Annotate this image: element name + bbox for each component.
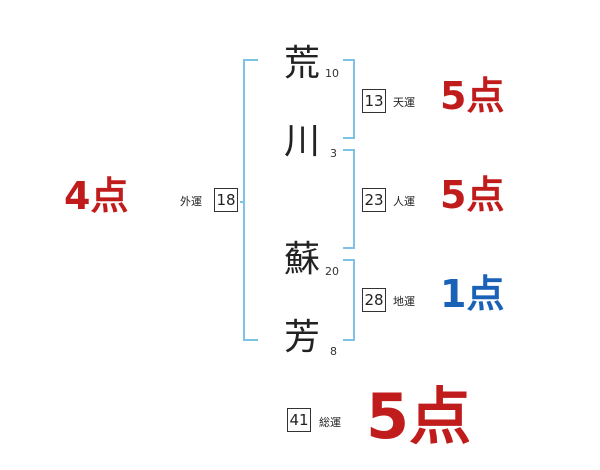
name-char-1-strokes: 10 [325, 67, 339, 80]
jinkaku-bracket [343, 149, 355, 249]
gaikaku-value-box: 18 [214, 188, 238, 212]
gaikaku-score: 4点 [64, 174, 129, 218]
chikaku-value-box: 28 [362, 288, 386, 312]
chikaku-bracket [343, 259, 355, 341]
chikaku-label: 地運 [393, 295, 415, 308]
name-char-4-strokes: 8 [330, 345, 337, 358]
soukaku-value-box: 41 [287, 408, 311, 432]
jinkaku-label: 人運 [393, 195, 415, 208]
chikaku-score: 1点 [440, 272, 505, 316]
gaikaku-label: 外運 [180, 195, 202, 208]
name-char-1: 荒 [283, 43, 320, 84]
jinkaku-score: 5点 [440, 173, 505, 217]
name-char-2-strokes: 3 [330, 147, 337, 160]
name-char-2: 川 [283, 121, 320, 162]
gaikaku-bracket [243, 59, 258, 341]
soukaku-score: 5点 [366, 380, 472, 453]
jinkaku-value-box: 23 [362, 188, 386, 212]
tenkaku-label: 天運 [393, 96, 415, 109]
tenkaku-bracket [343, 59, 355, 139]
tenkaku-value-box: 13 [362, 89, 386, 113]
tenkaku-score: 5点 [440, 74, 505, 118]
name-char-3-strokes: 20 [325, 265, 339, 278]
name-char-3: 蘇 [283, 239, 320, 280]
soukaku-label: 総運 [319, 416, 341, 429]
name-char-4: 芳 [283, 317, 320, 358]
